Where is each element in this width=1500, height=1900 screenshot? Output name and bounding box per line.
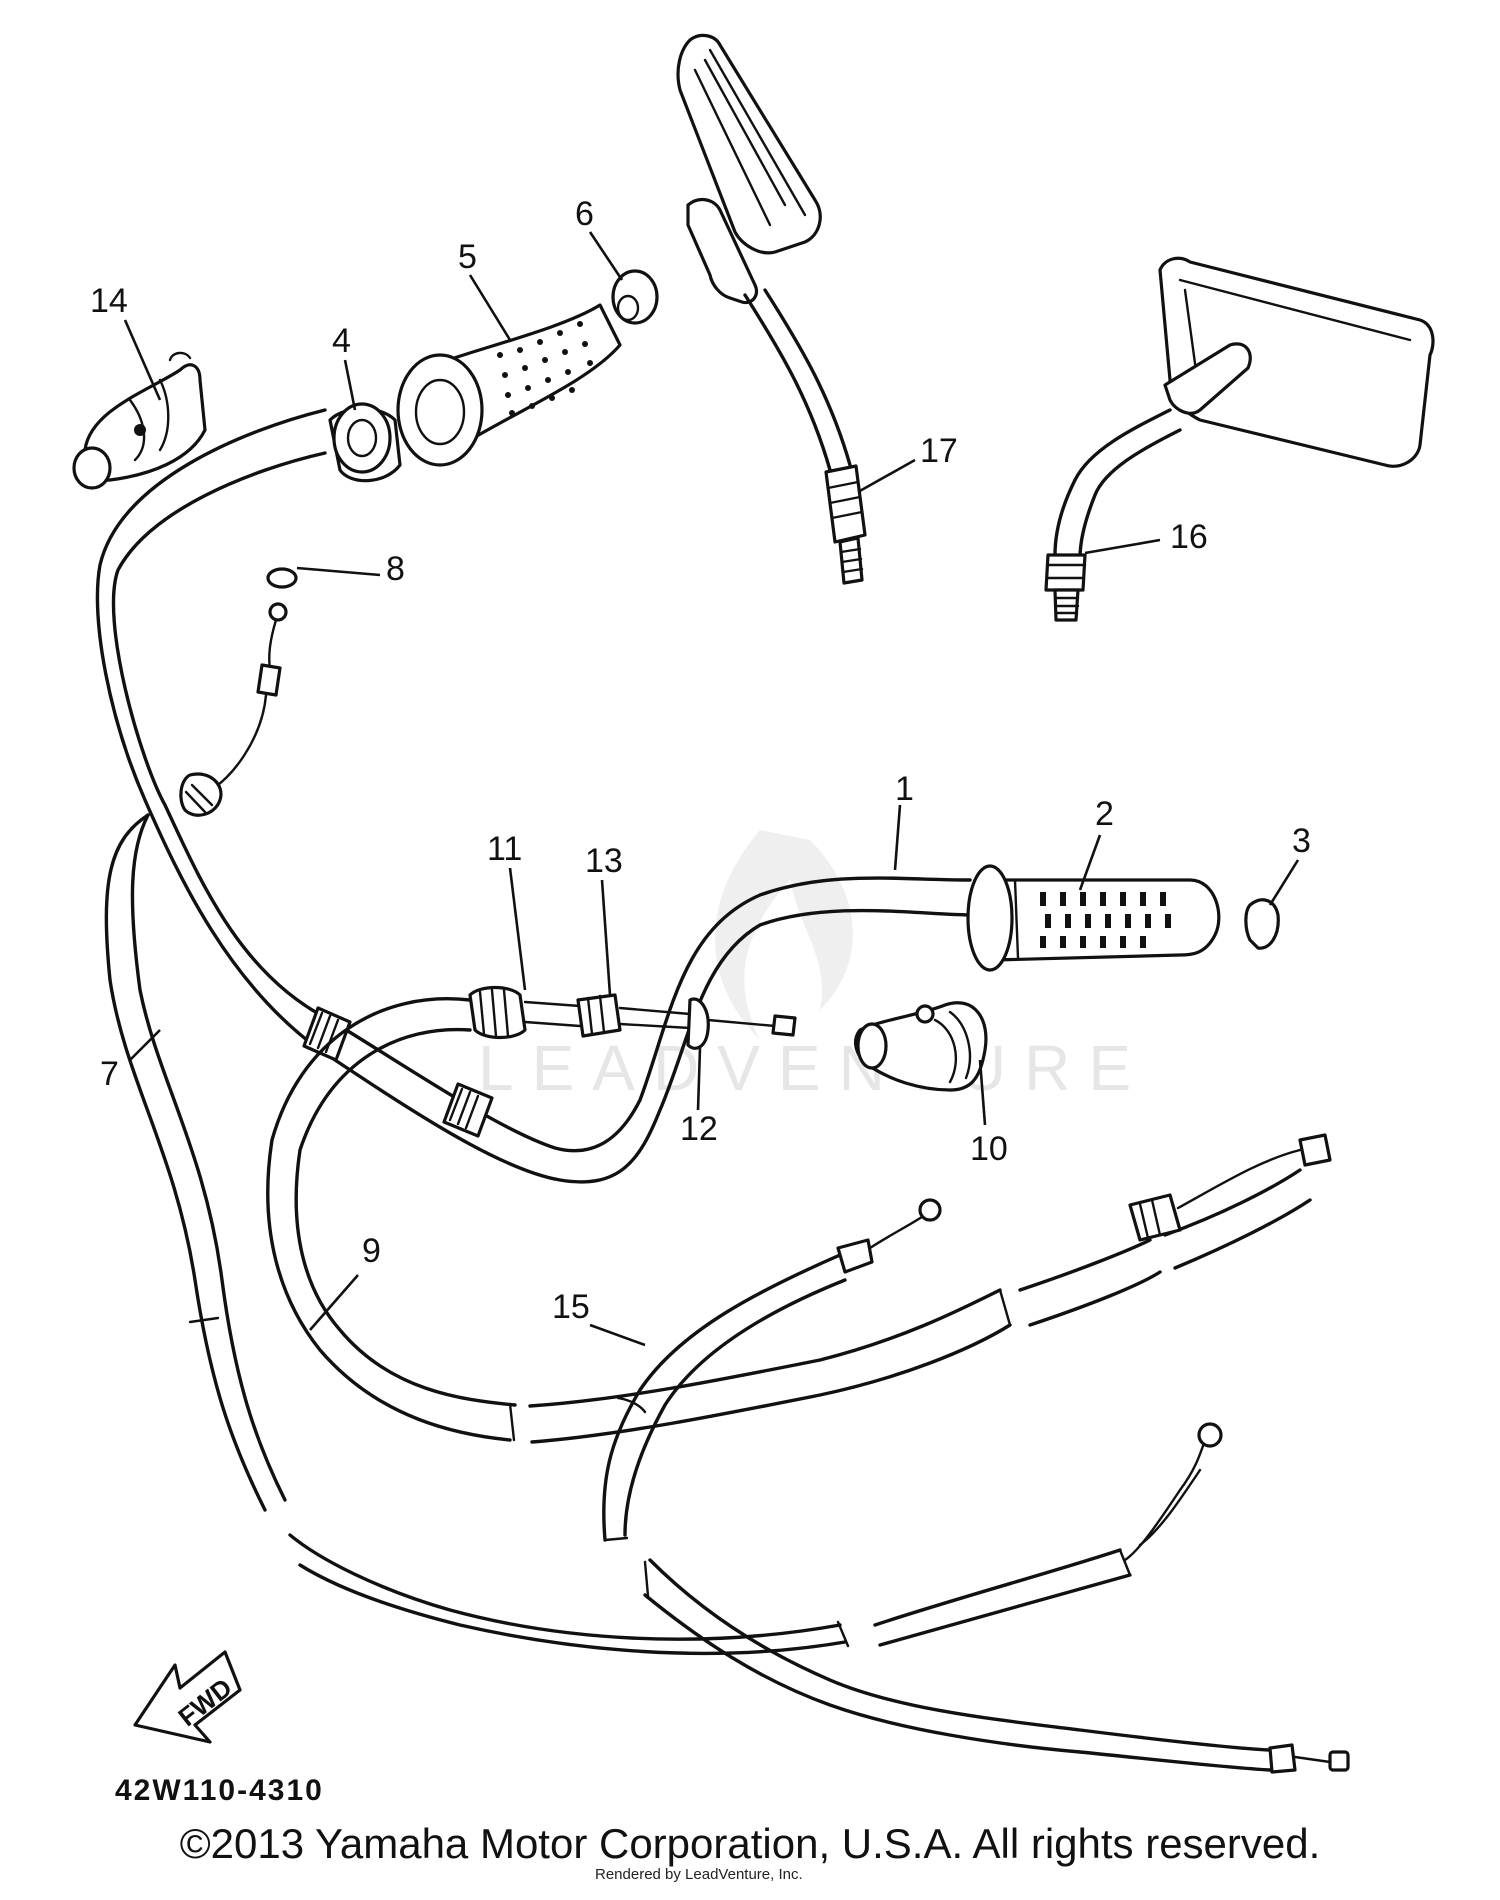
callout-10: 10 — [970, 1130, 1008, 1168]
part-14-switch — [72, 351, 207, 490]
rendered-by-notice: Rendered by LeadVenture, Inc. — [595, 1866, 803, 1883]
callout-11: 11 — [487, 830, 522, 868]
part-15-cable — [602, 1198, 942, 1542]
diagram-code: 42W110-4310 — [115, 1774, 324, 1807]
part-11-13-adjuster — [468, 985, 797, 1050]
part-17-mirror — [676, 33, 867, 585]
callout-5: 5 — [458, 238, 477, 276]
watermark: LEADVENTURE — [478, 830, 1149, 1104]
callout-8: 8 — [386, 550, 405, 588]
part-7-cable — [104, 813, 1223, 1656]
handlebar — [95, 408, 977, 1184]
callout-3: 3 — [1292, 822, 1311, 860]
leader-lines — [123, 231, 1300, 1347]
part-8-holder — [179, 567, 298, 817]
part-callouts: 1 2 3 4 5 6 7 8 9 10 11 12 13 14 15 16 1… — [90, 195, 1311, 1326]
part-3-bar-end — [1244, 898, 1280, 950]
callout-4: 4 — [332, 322, 351, 360]
part-2-grip — [966, 864, 1221, 972]
callout-14: 14 — [90, 282, 128, 320]
callout-16: 16 — [1170, 518, 1208, 556]
callout-1: 1 — [895, 770, 914, 808]
callout-7: 7 — [100, 1055, 119, 1093]
callout-9: 9 — [362, 1232, 381, 1270]
lower-cable — [643, 1133, 1350, 1774]
callout-17: 17 — [920, 432, 958, 470]
callout-12: 12 — [680, 1110, 718, 1148]
part-5-throttle-grip — [396, 303, 622, 467]
forward-arrow: FWD — [133, 1650, 242, 1744]
part-9-cable — [266, 997, 1012, 1444]
callout-2: 2 — [1095, 795, 1114, 833]
copyright-notice: ©2013 Yamaha Motor Corporation, U.S.A. A… — [179, 1820, 1321, 1867]
callout-6: 6 — [575, 195, 594, 233]
part-4-throttle-sleeve — [328, 402, 402, 483]
watermark-text: LEADVENTURE — [478, 1032, 1149, 1104]
part-16-mirror — [1044, 256, 1435, 622]
callout-13: 13 — [585, 842, 623, 880]
part-6-bar-end — [611, 269, 659, 325]
callout-15: 15 — [552, 1288, 590, 1326]
part-10-boot — [853, 1001, 988, 1092]
